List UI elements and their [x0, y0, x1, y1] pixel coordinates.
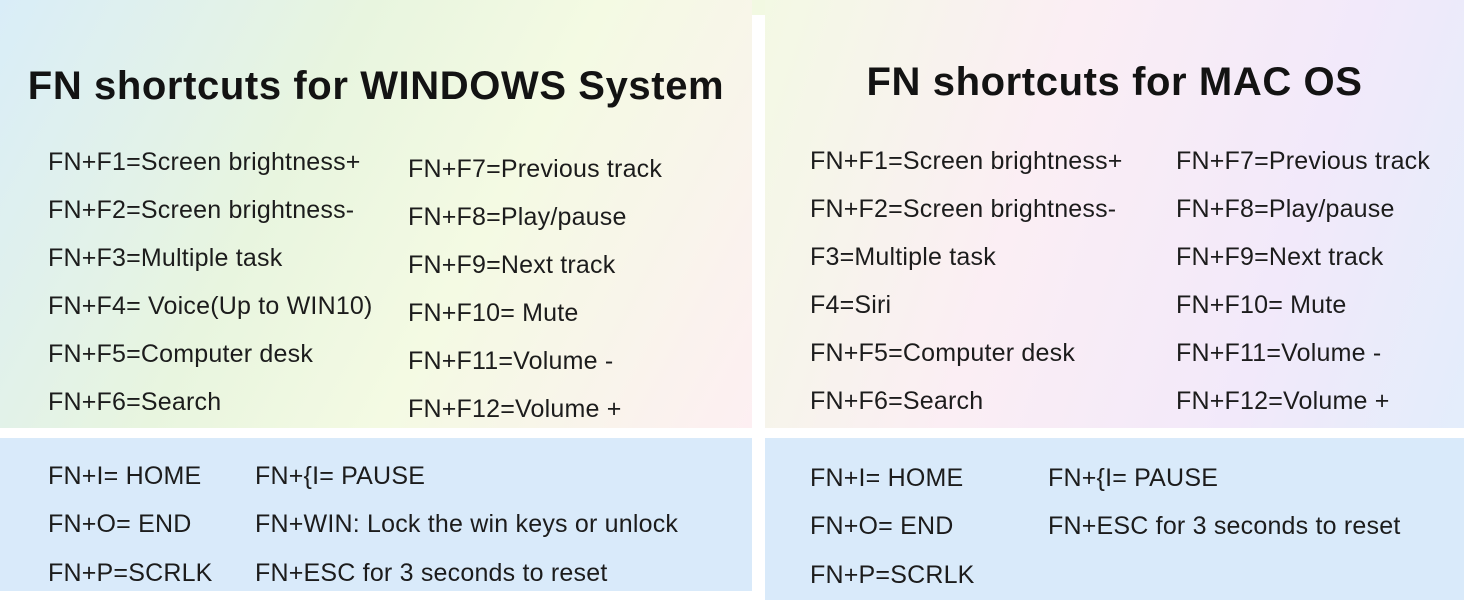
shortcut-item: FN+P=SCRLK	[48, 558, 213, 587]
shortcut-item: FN+F1=Screen brightness+	[48, 147, 361, 176]
shortcut-item: FN+{I= PAUSE	[255, 461, 426, 490]
mac-shortcuts-panel: FN shortcuts for MAC OS FN+F1=Screen bri…	[765, 0, 1464, 428]
shortcut-item: F3=Multiple task	[810, 242, 996, 271]
mac-extra-column-1: FN+I= HOME FN+O= END FN+P=SCRLK	[810, 454, 975, 600]
shortcut-item: FN+F9=Next track	[1176, 242, 1384, 271]
shortcut-item: FN+F10= Mute	[1176, 290, 1347, 319]
shortcut-item: FN+P=SCRLK	[810, 560, 975, 589]
shortcut-item: FN+F2=Screen brightness-	[810, 194, 1117, 223]
shortcut-item: FN+F5=Computer desk	[810, 338, 1076, 367]
windows-shortcuts-column-1: FN+F1=Screen brightness+ FN+F2=Screen br…	[48, 138, 373, 426]
windows-extra-column-1: FN+I= HOME FN+O= END FN+P=SCRLK	[48, 452, 213, 598]
shortcut-item: FN+O= END	[810, 512, 954, 541]
shortcut-item: FN+F3=Multiple task	[48, 243, 283, 272]
shortcut-item: FN+F7=Previous track	[1176, 146, 1431, 175]
shortcut-item: FN+{I= PAUSE	[1048, 463, 1219, 492]
mac-shortcuts-column-1: FN+F1=Screen brightness+ FN+F2=Screen br…	[810, 137, 1123, 425]
mac-extra-column-2: FN+{I= PAUSE FN+ESC for 3 seconds to res…	[1048, 454, 1400, 551]
shortcut-item: FN+F5=Computer desk	[48, 339, 314, 368]
shortcut-item: FN+F9=Next track	[408, 250, 616, 279]
shortcut-item: FN+F11=Volume -	[1176, 338, 1382, 367]
shortcut-item: FN+O= END	[48, 510, 192, 539]
shortcut-item: F4=Siri	[810, 290, 892, 319]
shortcut-item: FN+F6=Search	[48, 387, 222, 416]
shortcut-item: FN+F11=Volume -	[408, 346, 614, 375]
shortcut-item: FN+F7=Previous track	[408, 154, 663, 183]
shortcut-item: FN+F12=Volume +	[408, 394, 622, 423]
windows-extra-shortcuts-panel: FN+I= HOME FN+O= END FN+P=SCRLK FN+{I= P…	[0, 438, 752, 591]
shortcut-item: FN+WIN: Lock the win keys or unlock	[255, 510, 679, 539]
windows-extra-column-2: FN+{I= PAUSE FN+WIN: Lock the win keys o…	[255, 452, 678, 598]
windows-shortcuts-column-2: FN+F7=Previous track FN+F8=Play/pause FN…	[408, 145, 662, 433]
windows-panel-title: FN shortcuts for WINDOWS System	[27, 64, 725, 108]
shortcut-item: FN+F2=Screen brightness-	[48, 195, 355, 224]
shortcut-item: FN+F1=Screen brightness+	[810, 146, 1123, 175]
shortcut-item: FN+F8=Play/pause	[1176, 194, 1395, 223]
shortcut-item: FN+I= HOME	[48, 461, 202, 490]
shortcut-item: FN+ESC for 3 seconds to reset	[255, 558, 608, 587]
mac-shortcuts-column-2: FN+F7=Previous track FN+F8=Play/pause FN…	[1176, 137, 1430, 425]
shortcut-item: FN+F6=Search	[810, 386, 984, 415]
shortcut-item: FN+ESC for 3 seconds to reset	[1048, 512, 1401, 541]
shortcut-item: FN+F12=Volume +	[1176, 386, 1390, 415]
shortcut-item: FN+I= HOME	[810, 463, 964, 492]
windows-shortcuts-panel: FN shortcuts for WINDOWS System FN+F1=Sc…	[0, 0, 752, 428]
divider-top-bridge	[752, 0, 765, 15]
shortcut-item: FN+F4= Voice(Up to WIN10)	[48, 291, 373, 320]
shortcut-item: FN+F8=Play/pause	[408, 202, 627, 231]
mac-extra-shortcuts-panel: FN+I= HOME FN+O= END FN+P=SCRLK FN+{I= P…	[765, 438, 1464, 600]
mac-panel-title: FN shortcuts for MAC OS	[866, 60, 1363, 104]
shortcut-item: FN+F10= Mute	[408, 298, 579, 327]
